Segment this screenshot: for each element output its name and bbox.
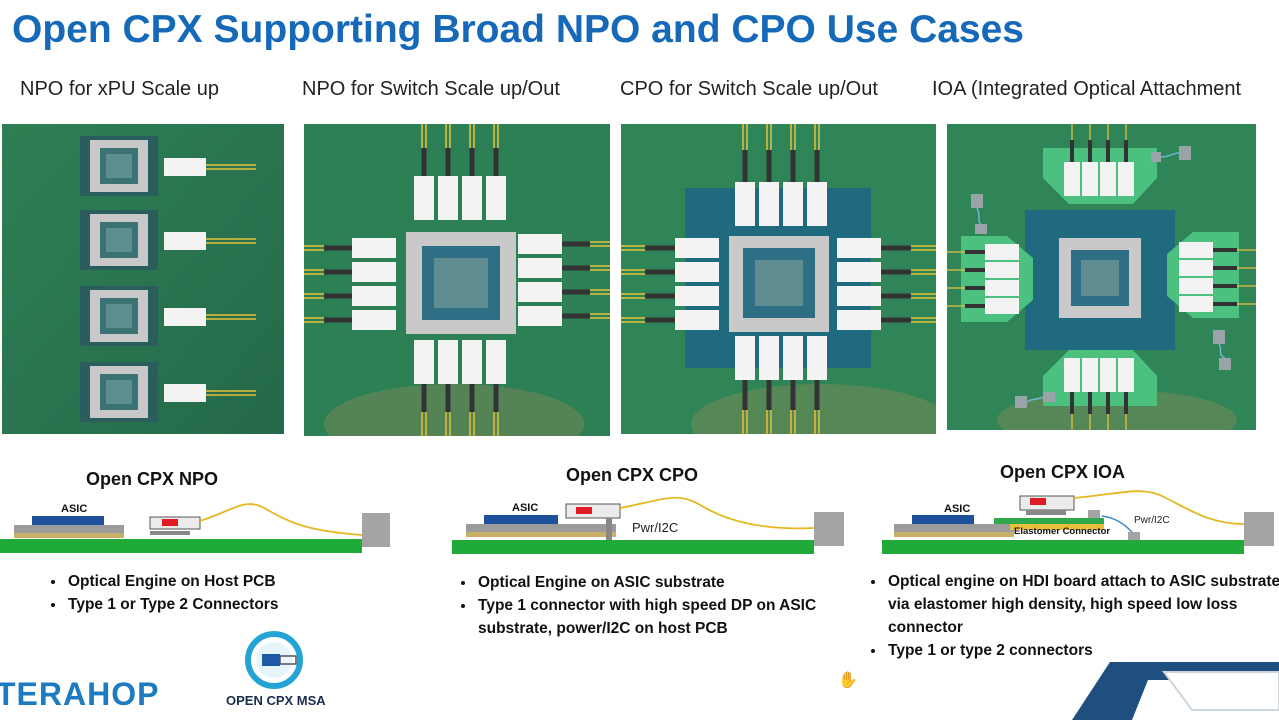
ioa-subtitle: Open CPX IOA (1000, 462, 1126, 482)
ioa-asic-label: ASIC (944, 503, 970, 515)
cpo-asic-label: ASIC (512, 502, 538, 514)
list-item: Optical Engine on Host PCB (66, 570, 426, 593)
column-label-ioa: IOA (Integrated Optical Attachment (932, 78, 1242, 100)
cpo-subtitle: Open CPX CPO (566, 465, 699, 485)
slide-title: Open CPX Supporting Broad NPO and CPO Us… (12, 8, 1025, 51)
column-label-npo-switch: NPO for Switch Scale up/Out (302, 78, 560, 100)
npo-asic-label: ASIC (61, 503, 87, 515)
npo-subtitle: Open CPX NPO (86, 469, 219, 489)
column-label-npo-xpu: NPO for xPU Scale up (20, 78, 219, 100)
list-item: Type 1 or Type 2 Connectors (66, 593, 426, 616)
npo-switch-render-image (304, 124, 610, 436)
list-item: Type 1 or type 2 connectors (886, 639, 1279, 662)
open-cpx-msa-logo-text: OPEN CPX MSA (226, 693, 326, 708)
list-item: Optical Engine on ASIC substrate (476, 571, 836, 594)
corner-decoration (1072, 662, 1279, 720)
list-item: Optical engine on HDI board attach to AS… (886, 570, 1279, 639)
npo-xpu-render-image (2, 124, 284, 434)
ioa-render-image (947, 124, 1256, 430)
ioa-cross-section-diagram: ASIC Elastomer Connector Pwr/I2C (880, 486, 1279, 558)
cpo-power-label: Pwr/I2C (632, 520, 678, 535)
ioa-power-label: Pwr/I2C (1134, 515, 1170, 526)
hand-cursor-icon: ✋ (838, 672, 858, 689)
terahop-logo: TERAHOP (0, 676, 160, 712)
cpo-switch-render-image (621, 124, 936, 434)
list-item: Type 1 connector with high speed DP on A… (476, 594, 836, 640)
npo-bullet-list: Optical Engine on Host PCB Type 1 or Typ… (46, 570, 426, 616)
npo-cross-section-diagram: ASIC (0, 495, 400, 557)
cpo-bullet-list: Optical Engine on ASIC substrate Type 1 … (456, 571, 836, 640)
cpo-cross-section-diagram: ASIC Pwr/I2C (452, 490, 852, 558)
ioa-bullet-list: Optical engine on HDI board attach to AS… (866, 570, 1279, 662)
open-cpx-msa-emblem-icon (242, 630, 306, 694)
column-label-cpo-switch: CPO for Switch Scale up/Out (620, 78, 878, 100)
ioa-elastomer-label: Elastomer Connector (1014, 526, 1110, 537)
